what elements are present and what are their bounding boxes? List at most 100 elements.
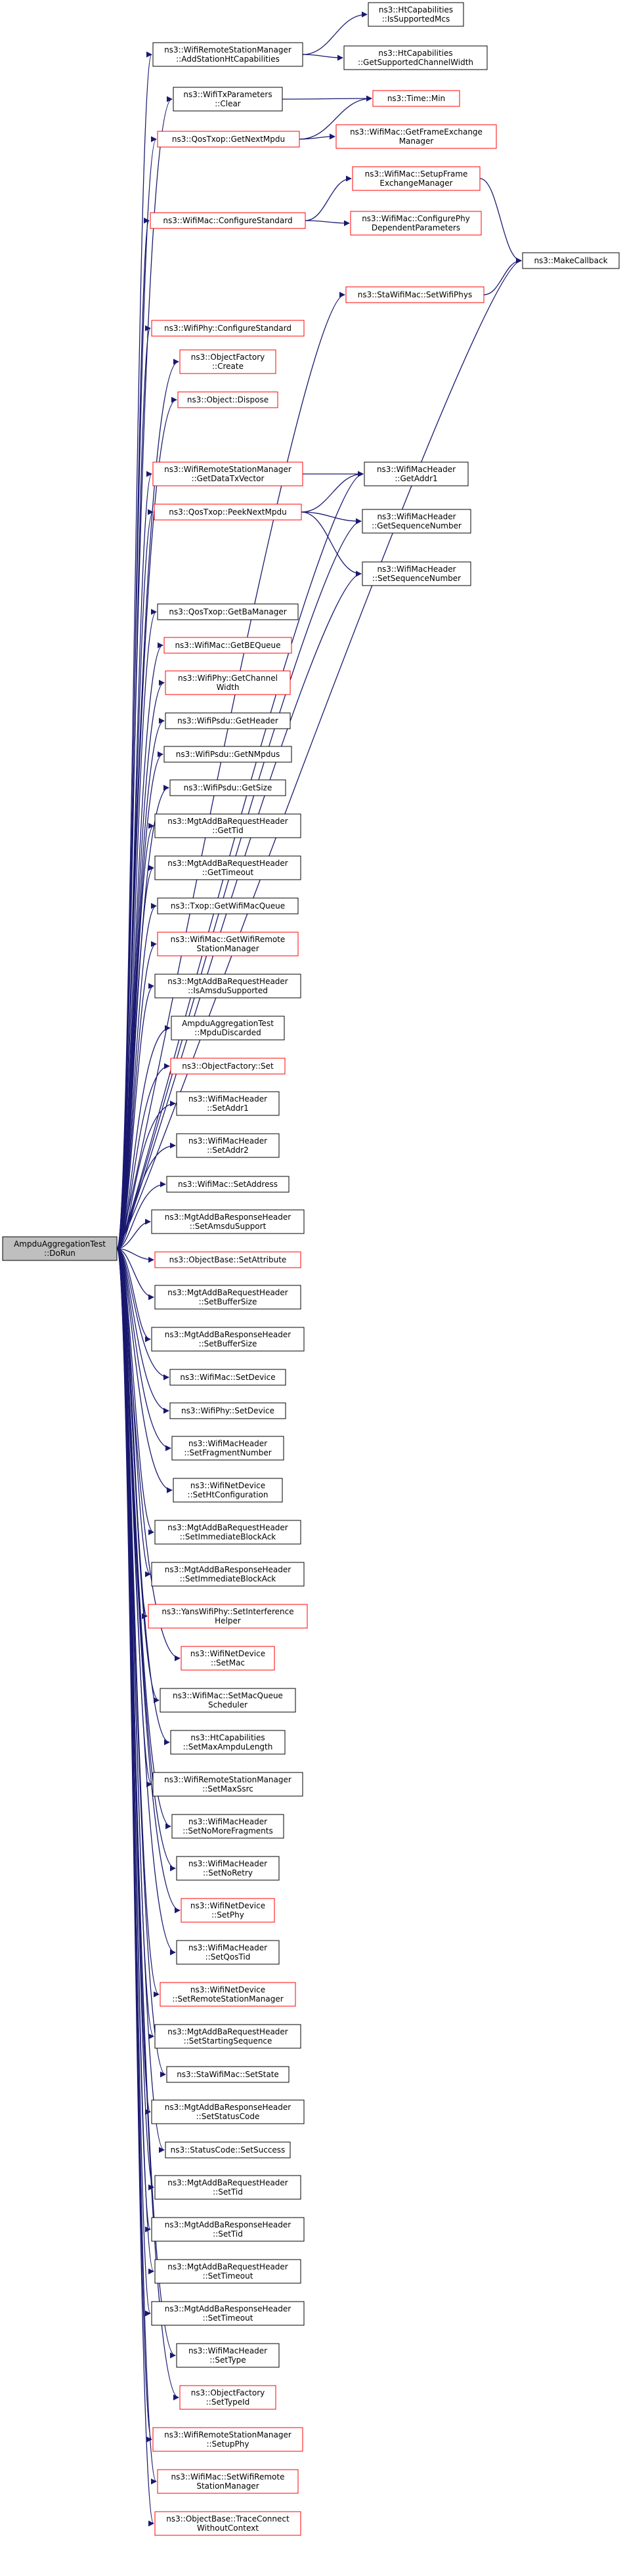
node-n-psdu-getnmpdus[interactable]: ns3::WifiPsdu::GetNMpdus <box>163 746 292 763</box>
node-n-addbareq-setimm[interactable]: ns3::MgtAddBaRequestHeader::SetImmediate… <box>154 1520 301 1545</box>
node-n-mac-setwrsm[interactable]: ns3::WifiMac::SetWifiRemoteStationManage… <box>157 2469 299 2494</box>
edge-n-mac-setupfem-to-n-makecallback <box>479 178 522 264</box>
node-n-addbareq-settimeout[interactable]: ns3::MgtAddBaRequestHeader::SetTimeout <box>154 2259 301 2284</box>
node-n-qos-peeknext[interactable]: ns3::QosTxop::PeekNextMpdu <box>154 504 302 521</box>
node-n-txop-getwmq[interactable]: ns3::Txop::GetWifiMacQueue <box>157 897 299 914</box>
node-label-line: ::SetNoRetry <box>203 1868 253 1878</box>
node-n-phy-configstd[interactable]: ns3::WifiPhy::ConfigureStandard <box>151 320 305 337</box>
node-n-makecallback[interactable]: ns3::MakeCallback <box>522 252 620 269</box>
node-n-wrsm-setupphy[interactable]: ns3::WifiRemoteStationManager::SetupPhy <box>152 2427 303 2452</box>
node-n-objfactory-settypeid[interactable]: ns3::ObjectFactory::SetTypeId <box>179 2385 276 2410</box>
node-n-txparams-clear[interactable]: ns3::WifiTxParameters::Clear <box>173 87 283 112</box>
node-box <box>151 1209 305 1234</box>
node-n-netdev-sethtconf[interactable]: ns3::WifiNetDevice::SetHtConfiguration <box>173 1478 283 1503</box>
node-n-qos-getba[interactable]: ns3::QosTxop::GetBaManager <box>157 603 299 620</box>
node-n-hdr-getseq[interactable]: ns3::WifiMacHeader::GetSequenceNumber <box>362 509 471 534</box>
node-n-mac-getwrsm[interactable]: ns3::WifiMac::GetWifiRemoteStationManage… <box>157 932 299 956</box>
node-n-phy-setdevice[interactable]: ns3::WifiPhy::SetDevice <box>169 1402 286 1419</box>
node-box <box>165 2141 291 2158</box>
node-n-hdr-setaddr2[interactable]: ns3::WifiMacHeader::SetAddr2 <box>176 1133 280 1158</box>
node-n-mac-getbeq[interactable]: ns3::WifiMac::GetBEQueue <box>163 637 292 654</box>
node-label-line: Helper <box>215 1616 241 1625</box>
node-n-netdev-setphy[interactable]: ns3::WifiNetDevice::SetPhy <box>181 1898 275 1923</box>
node-n-addbaresp-setimm[interactable]: ns3::MgtAddBaResponseHeader::SetImmediat… <box>151 1562 305 1587</box>
node-label-line: ns3::WifiMacHeader <box>188 1943 267 1952</box>
node-n-mac-setdevice[interactable]: ns3::WifiMac::SetDevice <box>169 1369 286 1386</box>
node-label-line: ns3::WifiMac::ConfigureStandard <box>163 216 292 225</box>
node-box <box>166 2066 290 2083</box>
node-n-addbareq-gettid[interactable]: ns3::MgtAddBaRequestHeader::GetTid <box>154 813 301 838</box>
edge-root-to-n-qos-peeknext <box>116 509 154 1249</box>
edge-n-wrsm-addht-to-n-ht-issup <box>302 11 368 55</box>
node-box <box>154 504 302 521</box>
node-n-objfactory-create[interactable]: ns3::ObjectFactory::Create <box>179 349 276 374</box>
node-label-line: ns3::WifiNetDevice <box>190 1901 265 1910</box>
node-label-line: ::SetMaxAmpduLength <box>183 1742 273 1751</box>
node-n-objbase-traceconnect[interactable]: ns3::ObjectBase::TraceConnectWithoutCont… <box>154 2511 301 2536</box>
node-n-status-setsuccess[interactable]: ns3::StatusCode::SetSuccess <box>165 2141 291 2158</box>
node-n-ht-issup[interactable]: ns3::HtCapabilities::IsSupportedMcs <box>368 2 464 27</box>
node-label-line: ::SetMac <box>211 1658 245 1667</box>
node-n-addbareq-isamsdu[interactable]: ns3::MgtAddBaRequestHeader::IsAmsduSuppo… <box>154 974 301 998</box>
node-n-hdr-setnomorefrag[interactable]: ns3::WifiMacHeader::SetNoMoreFragments <box>171 1814 284 1839</box>
node-n-addbaresp-settimeout[interactable]: ns3::MgtAddBaResponseHeader::SetTimeout <box>151 2301 305 2326</box>
node-n-addbareq-gettimeout[interactable]: ns3::MgtAddBaRequestHeader::GetTimeout <box>154 855 301 880</box>
node-n-addbareq-setbuf[interactable]: ns3::MgtAddBaRequestHeader::SetBufferSiz… <box>154 1285 301 1310</box>
node-n-addbaresp-settid[interactable]: ns3::MgtAddBaResponseHeader::SetTid <box>151 2217 305 2242</box>
node-n-addbaresp-setstatus[interactable]: ns3::MgtAddBaResponseHeader::SetStatusCo… <box>151 2099 305 2124</box>
node-label-line: ::SetTimeout <box>203 2313 253 2323</box>
node-n-sta-setphys[interactable]: ns3::StaWifiMac::SetWifiPhys <box>345 286 485 303</box>
node-n-wrsm-setmaxssrc[interactable]: ns3::WifiRemoteStationManager::SetMaxSsr… <box>152 1772 303 1797</box>
node-n-hdr-setfrag[interactable]: ns3::WifiMacHeader::SetFragmentNumber <box>171 1436 284 1461</box>
node-box <box>345 286 485 303</box>
node-box <box>154 2259 301 2284</box>
node-box <box>154 1520 301 1545</box>
node-n-ampdu-mpdudisc[interactable]: AmpduAggregationTest::MpduDiscarded <box>171 1016 285 1041</box>
node-n-addbaresp-setamsdu[interactable]: ns3::MgtAddBaResponseHeader::SetAmsduSup… <box>151 1209 305 1234</box>
node-n-wrsm-getdatatx[interactable]: ns3::WifiRemoteStationManager::GetDataTx… <box>152 462 303 486</box>
node-n-addbareq-settid[interactable]: ns3::MgtAddBaRequestHeader::SetTid <box>154 2175 301 2200</box>
edge-root-to-n-addbaresp-setbuf <box>116 1248 151 1342</box>
node-box <box>171 1016 285 1041</box>
node-n-ht-setmaxampdu[interactable]: ns3::HtCapabilities::SetMaxAmpduLength <box>170 1730 286 1755</box>
node-n-wrsm-addht[interactable]: ns3::WifiRemoteStationManager::AddStatio… <box>152 42 303 67</box>
node-n-objbase-setattr[interactable]: ns3::ObjectBase::SetAttribute <box>154 1251 301 1268</box>
node-n-hdr-getaddr1[interactable]: ns3::WifiMacHeader::GetAddr1 <box>364 462 469 486</box>
node-n-psdu-getsize[interactable]: ns3::WifiPsdu::GetSize <box>169 779 286 796</box>
node-label-line: ::SetTid <box>213 2187 243 2197</box>
node-label-line: ::Clear <box>215 99 241 108</box>
node-n-netdev-setmac[interactable]: ns3::WifiNetDevice::SetMac <box>181 1646 275 1671</box>
node-n-hdr-setaddr1[interactable]: ns3::WifiMacHeader::SetAddr1 <box>176 1091 280 1116</box>
node-n-psdu-gethdr[interactable]: ns3::WifiPsdu::GetHeader <box>165 712 291 729</box>
node-n-hdr-settype[interactable]: ns3::WifiMacHeader::SetType <box>176 2343 280 2368</box>
node-n-netdev-setwrsm[interactable]: ns3::WifiNetDevice::SetRemoteStationMana… <box>160 1982 296 2007</box>
node-n-objfactory-set[interactable]: ns3::ObjectFactory::Set <box>170 1058 286 1075</box>
node-n-hdr-setnoretry[interactable]: ns3::WifiMacHeader::SetNoRetry <box>176 1856 280 1881</box>
node-n-qos-getnext[interactable]: ns3::QosTxop::GetNextMpdu <box>157 131 300 148</box>
node-label-line: ns3::WifiRemoteStationManager <box>164 1775 291 1784</box>
node-n-time-min[interactable]: ns3::Time::Min <box>372 90 460 107</box>
node-box <box>160 1982 296 2007</box>
node-label-line: ::SetupPhy <box>207 2439 249 2449</box>
node-root[interactable]: AmpduAggregationTest::DoRun <box>2 1236 118 1261</box>
node-n-sta-setstate[interactable]: ns3::StaWifiMac::SetState <box>166 2066 290 2083</box>
node-n-addbareq-setstartseq[interactable]: ns3::MgtAddBaRequestHeader::SetStartingS… <box>154 2024 301 2049</box>
node-n-mac-configstd[interactable]: ns3::WifiMac::ConfigureStandard <box>150 212 306 229</box>
node-label-line: ns3::ObjectFactory <box>191 353 265 362</box>
node-n-mac-confphy[interactable]: ns3::WifiMac::ConfigurePhyDependentParam… <box>350 211 482 236</box>
node-box <box>362 509 471 534</box>
node-n-hdr-setseq[interactable]: ns3::WifiMacHeader::SetSequenceNumber <box>362 561 471 586</box>
node-label-line: ns3::WifiMacHeader <box>188 1859 267 1868</box>
node-label-line: ::IsAmsduSupported <box>188 986 268 995</box>
node-label-line: ::SetStartingSequence <box>184 2036 272 2046</box>
node-n-hdr-setqostid[interactable]: ns3::WifiMacHeader::SetQosTid <box>176 1940 280 1965</box>
node-n-mac-setaddress[interactable]: ns3::WifiMac::SetAddress <box>166 1176 290 1193</box>
node-n-addbaresp-setbuf[interactable]: ns3::MgtAddBaResponseHeader::SetBufferSi… <box>151 1327 305 1352</box>
node-n-ht-getsupch[interactable]: ns3::HtCapabilities::GetSupportedChannel… <box>343 45 488 70</box>
node-n-obj-dispose[interactable]: ns3::Object::Dispose <box>177 391 278 408</box>
